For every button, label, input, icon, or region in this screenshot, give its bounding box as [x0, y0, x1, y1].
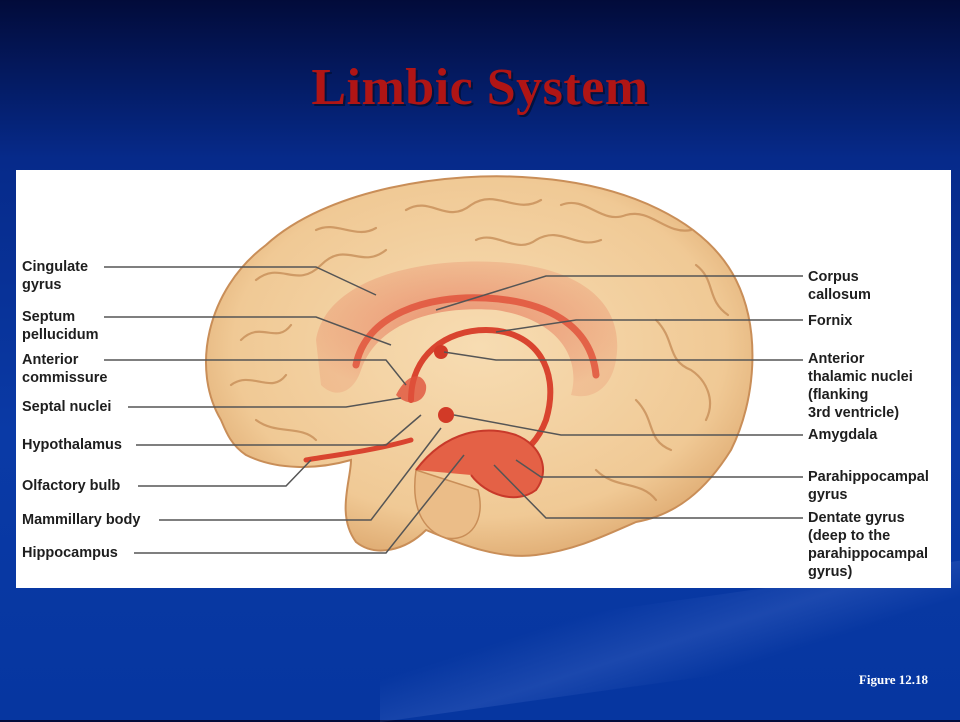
olfactory-tract: [303, 437, 414, 463]
cerebrum: [205, 175, 754, 557]
corpus-callosum-arc: [352, 294, 600, 379]
figure-caption: Figure 12.18: [858, 672, 928, 687]
amygdala-node: [438, 407, 454, 423]
label-corpus-callosum: Corpus callosum: [808, 269, 871, 303]
label-hippocampus: Hippocampus: [22, 545, 118, 561]
figure-panel: Cingulate gyrus Septum pellucidum Anteri…: [16, 170, 951, 588]
label-dentate-gyrus: Dentate gyrus (deep to the parahippocamp…: [808, 510, 929, 580]
leader-lines: [104, 266, 803, 554]
septal-region: [396, 376, 427, 403]
label-parahippocampal-gyrus: Parahippocampal gyrus: [808, 469, 929, 503]
brain-diagram: [104, 175, 803, 557]
gyri-folds: [229, 198, 730, 502]
label-anterior-commissure: Anterior commissure: [22, 352, 108, 386]
limbic-structures: [303, 261, 618, 499]
label-cingulate-gyrus: Cingulate gyrus: [22, 259, 89, 293]
label-anterior-thalamic-nuclei: Anterior thalamic nuclei (flanking 3rd v…: [808, 351, 913, 421]
label-olfactory-bulb: Olfactory bulb: [22, 478, 121, 494]
label-fornix: Fornix: [808, 313, 853, 329]
label-septum-pellucidum: Septum pellucidum: [22, 309, 99, 343]
label-hypothalamus: Hypothalamus: [22, 437, 122, 453]
label-septal-nuclei: Septal nuclei: [22, 399, 112, 415]
label-amygdala: Amygdala: [808, 427, 878, 443]
thalamic-node: [434, 345, 448, 359]
label-mammillary-body: Mammillary body: [22, 512, 141, 528]
hippocampus-curve: [415, 429, 545, 499]
brainstem: [414, 469, 481, 540]
cingulate-band: [316, 261, 618, 397]
slide-title: Limbic System: [311, 59, 649, 116]
